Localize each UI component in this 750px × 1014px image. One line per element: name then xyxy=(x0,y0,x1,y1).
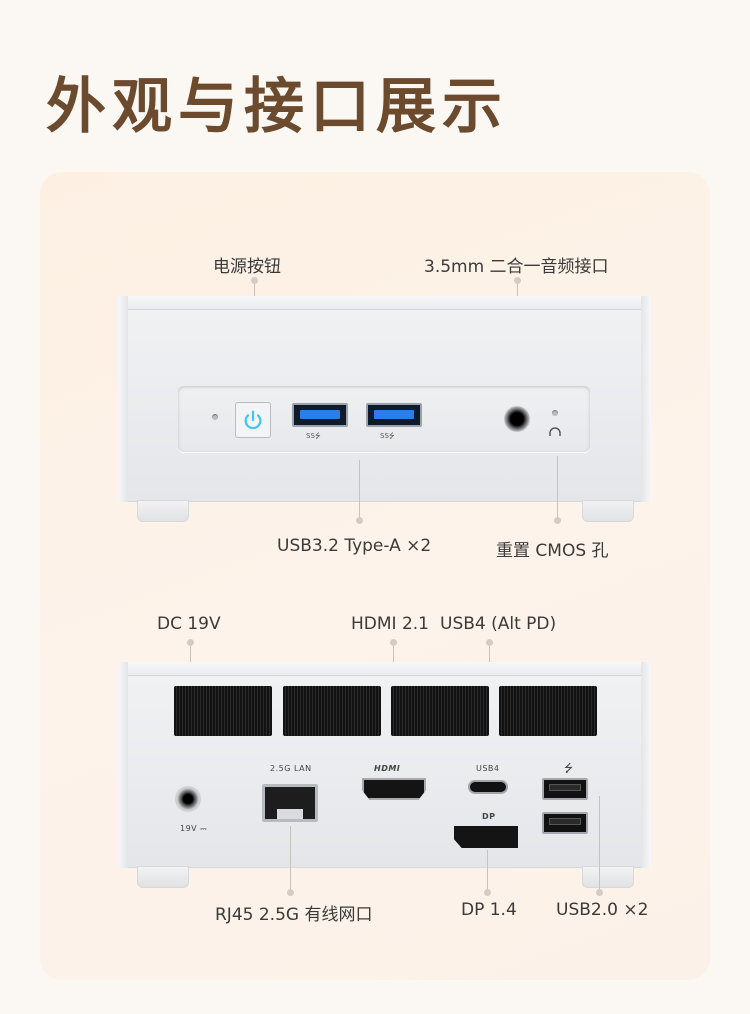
rj45-port[interactable] xyxy=(262,784,318,822)
front-device: SS⭍ SS⭍ xyxy=(118,296,651,502)
label-dp: DP 1.4 xyxy=(461,900,517,920)
leader-dot xyxy=(356,517,363,524)
page-title: 外观与接口展示 xyxy=(46,72,508,142)
leader-dp xyxy=(487,850,488,892)
device-top-edge xyxy=(118,662,651,676)
leader-dot xyxy=(554,517,561,524)
usb-mark: ⭍ xyxy=(564,762,574,775)
vent-grille xyxy=(391,686,489,736)
usb3-port-1[interactable] xyxy=(292,403,348,427)
label-usb2: USB2.0 ×2 xyxy=(556,900,649,920)
leader-rj45 xyxy=(290,826,291,892)
device-side xyxy=(641,662,651,868)
device-side xyxy=(641,296,651,502)
power-icon xyxy=(244,410,262,430)
device-foot xyxy=(582,866,634,888)
usb-ss-mark: SS⭍ xyxy=(306,432,321,440)
leader-usb xyxy=(359,460,360,520)
lan-mark: 2.5G LAN xyxy=(270,764,312,773)
hdmi-port[interactable] xyxy=(362,778,426,800)
usb-ss-mark: SS⭍ xyxy=(380,432,395,440)
displayport[interactable] xyxy=(454,826,518,848)
device-foot xyxy=(582,500,634,522)
device-side xyxy=(118,296,128,502)
usb4-port[interactable] xyxy=(468,780,508,794)
leader-dot xyxy=(187,639,194,646)
device-foot xyxy=(137,866,189,888)
cmos-reset-hole[interactable] xyxy=(552,410,558,416)
leader-dot xyxy=(596,889,603,896)
headset-icon xyxy=(549,427,561,436)
label-rj45: RJ45 2.5G 有线网口 xyxy=(215,905,373,925)
front-port-bezel: SS⭍ SS⭍ xyxy=(178,386,590,452)
audio-jack[interactable] xyxy=(504,406,530,432)
vent-grille xyxy=(283,686,381,736)
leader-usb2 xyxy=(599,796,600,892)
usb3-port-2[interactable] xyxy=(366,403,422,427)
label-usb3: USB3.2 Type-A ×2 xyxy=(277,536,432,556)
rear-device: 19V ⎓ 2.5G LAN HDMI USB4 DP ⭍ xyxy=(118,662,651,868)
dp-mark: DP xyxy=(482,812,496,821)
leader-dot xyxy=(390,639,397,646)
leader-dot xyxy=(514,277,521,284)
hdmi-mark: HDMI xyxy=(374,764,401,773)
status-led xyxy=(212,414,218,420)
dc-mark: 19V ⎓ xyxy=(180,824,208,833)
vent-grille xyxy=(174,686,272,736)
label-power-button: 电源按钮 xyxy=(213,257,281,277)
usb4-mark: USB4 xyxy=(476,764,500,773)
power-button[interactable] xyxy=(235,402,271,438)
usb2-port-1[interactable] xyxy=(542,778,588,800)
vent-grille xyxy=(499,686,597,736)
usb2-port-2[interactable] xyxy=(542,812,588,834)
leader-dot xyxy=(251,277,258,284)
leader-dot xyxy=(287,889,294,896)
leader-dot xyxy=(484,889,491,896)
device-foot xyxy=(137,500,189,522)
device-top-edge xyxy=(118,296,651,310)
device-side xyxy=(118,662,128,868)
leader-dot xyxy=(486,639,493,646)
dc-jack[interactable] xyxy=(175,786,201,812)
label-cmos: 重置 CMOS 孔 xyxy=(496,541,609,561)
leader-cmos xyxy=(557,456,558,520)
label-usb4: USB4 (Alt PD) xyxy=(440,614,557,634)
label-dc: DC 19V xyxy=(157,614,221,634)
label-hdmi: HDMI 2.1 xyxy=(351,614,429,634)
label-audio-jack: 3.5mm 二合一音频接口 xyxy=(424,257,609,277)
